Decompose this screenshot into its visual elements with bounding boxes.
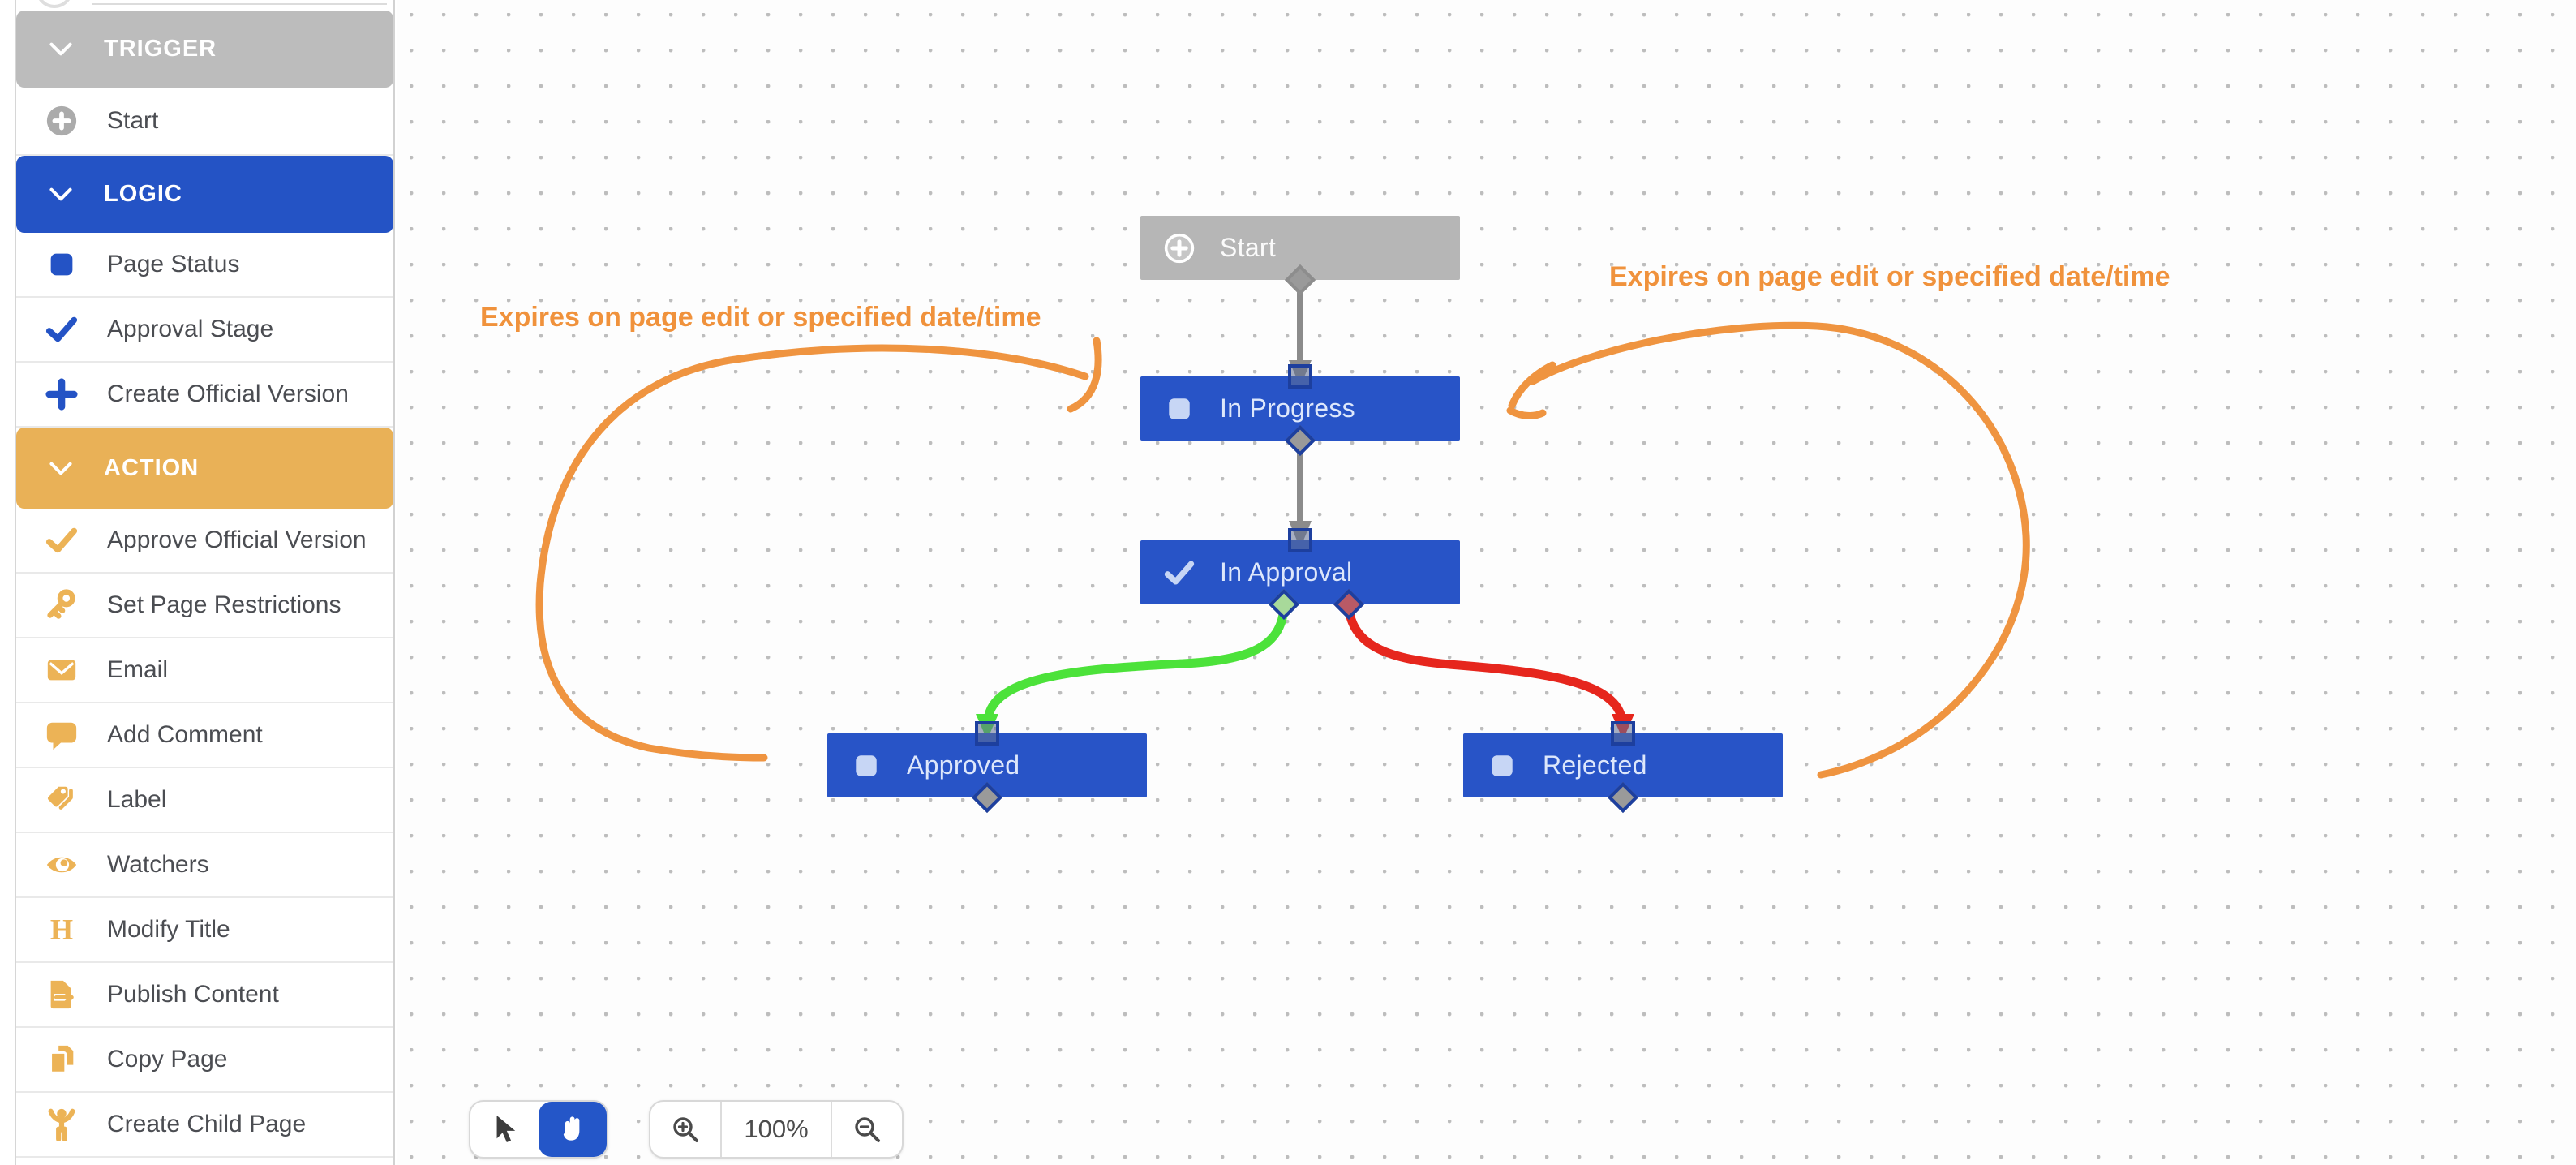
sidebar-item-label: Set Page Restrictions [107, 591, 341, 618]
sidebar-item-label: Page Status [107, 251, 240, 277]
node-label: In Approval [1220, 557, 1353, 587]
node-label: Rejected [1543, 750, 1647, 780]
section-title: ACTION [104, 454, 200, 481]
page-status-icon [1486, 750, 1518, 782]
node-label: Start [1220, 233, 1277, 262]
input-port-approved[interactable] [975, 721, 999, 746]
sidebar-item-label: Create Official Version [107, 380, 349, 407]
section-title: LOGIC [104, 181, 182, 207]
section-header-logic[interactable]: LOGIC [16, 156, 393, 233]
sidebar-item-create-child-page[interactable]: Create Child Page [16, 1093, 393, 1158]
zoom-in-button[interactable] [650, 1102, 720, 1157]
sidebar-item-label: Label [107, 786, 167, 813]
edge-inapproval-approved [984, 604, 1289, 720]
annotation-arrow-right-head [1508, 361, 1556, 410]
copy-page-icon [44, 1042, 79, 1077]
circle-icon [36, 0, 73, 8]
edge-inapproval-rejected [1344, 604, 1626, 722]
publish-content-icon [44, 977, 79, 1012]
input-port-in-progress[interactable] [1288, 364, 1312, 389]
annotation-text-left: Expires on page edit or specified date/t… [480, 302, 1041, 333]
hand-icon [556, 1113, 589, 1146]
sidebar-item-set-page-restrictions[interactable]: Set Page Restrictions [16, 574, 393, 638]
divider [719, 1102, 722, 1157]
approval-check-icon [1163, 557, 1196, 589]
divider [831, 1102, 833, 1157]
sidebar-item-label: Modify Title [107, 916, 230, 943]
sidebar-item-label: Copy Page [107, 1046, 228, 1073]
connections-layer [535, 279, 2030, 779]
sidebar-item-start[interactable]: Start [16, 88, 393, 156]
workflow-canvas[interactable]: Expires on page edit or specified date/t… [397, 0, 2576, 1165]
chevron-down-icon [49, 460, 73, 477]
annotation-text-right: Expires on page edit or specified date/t… [1609, 261, 2170, 292]
sidebar-item-label: Publish Content [107, 981, 279, 1008]
svg-text:H: H [50, 913, 73, 945]
node-in-approval[interactable]: In Approval [1140, 540, 1460, 604]
circle-plus-icon [1163, 232, 1196, 264]
divider [92, 3, 387, 5]
section-header-trigger[interactable]: TRIGGER [16, 11, 393, 88]
sidebar-item-publish-content[interactable]: Publish Content [16, 963, 393, 1028]
sidebar-item-label: Approval Stage [107, 316, 274, 342]
create-official-version-icon [44, 376, 79, 412]
select-tool-button[interactable] [470, 1102, 539, 1157]
pan-tool-button[interactable] [539, 1102, 607, 1157]
sidebar-item-email[interactable]: Email [16, 638, 393, 703]
sidebar-item-watchers[interactable]: Watchers [16, 833, 393, 898]
page-status-icon [44, 247, 79, 282]
input-port-rejected[interactable] [1611, 721, 1635, 746]
sidebar-item-label: Start [107, 107, 159, 134]
add-comment-icon [44, 717, 79, 753]
sidebar-item-approval-stage[interactable]: Approval Stage [16, 298, 393, 363]
sidebar-item-copy-page[interactable]: Copy Page [16, 1028, 393, 1093]
page-status-icon [1163, 393, 1196, 425]
palette-sidebar: TRIGGER Start LOGIC Page Status Approval… [15, 0, 395, 1165]
modify-title-icon: H [44, 912, 79, 948]
zoom-level: 100% [744, 1115, 809, 1143]
sidebar-item-label: Add Comment [107, 721, 263, 748]
sidebar-item-create-official-version[interactable]: Create Official Version [16, 363, 393, 428]
sidebar-item-label[interactable]: Label [16, 768, 393, 833]
node-label: In Progress [1220, 393, 1355, 423]
input-port-in-approval[interactable] [1288, 528, 1312, 552]
create-child-page-icon [44, 1107, 79, 1142]
annotation-arrow-right [1529, 321, 2030, 779]
annotation-arrow-right-head2 [1506, 406, 1547, 419]
sidebar-item-label: Create Child Page [107, 1111, 307, 1137]
watchers-icon [44, 847, 79, 883]
label-icon [44, 782, 79, 818]
pointer-tool-group [469, 1100, 608, 1159]
zoom-tool-group: 100% [649, 1100, 904, 1159]
node-start[interactable]: Start [1140, 216, 1460, 280]
chevron-down-icon [49, 41, 73, 58]
node-label: Approved [907, 750, 1020, 780]
annotation-arrow-left [535, 344, 1089, 762]
zoom-out-icon [851, 1113, 883, 1146]
annotation-arrow-left-head [1067, 337, 1102, 413]
sidebar-item-page-status[interactable]: Page Status [16, 233, 393, 298]
cursor-icon [491, 1114, 518, 1145]
section-header-action[interactable]: ACTION [16, 428, 393, 509]
sidebar-item-label: Email [107, 656, 169, 683]
approval-stage-icon [44, 312, 79, 347]
sidebar-item-add-comment[interactable]: Add Comment [16, 703, 393, 768]
zoom-in-icon [669, 1113, 702, 1146]
sidebar-item-approve-official-version[interactable]: Approve Official Version [16, 509, 393, 574]
set-page-restrictions-icon [44, 587, 79, 623]
sidebar-item-modify-title[interactable]: H Modify Title [16, 898, 393, 963]
approve-official-version-icon [44, 522, 79, 558]
scrolled-item-peek [16, 1158, 393, 1165]
section-title: TRIGGER [104, 36, 217, 62]
start-icon [44, 103, 79, 139]
page-status-icon [850, 750, 882, 782]
sidebar-item-label: Watchers [107, 851, 209, 878]
scrolled-item-peek [16, 0, 393, 11]
zoom-out-button[interactable] [832, 1102, 902, 1157]
sidebar-item-label: Approve Official Version [107, 527, 367, 553]
email-icon [44, 652, 79, 688]
chevron-down-icon [49, 186, 73, 203]
